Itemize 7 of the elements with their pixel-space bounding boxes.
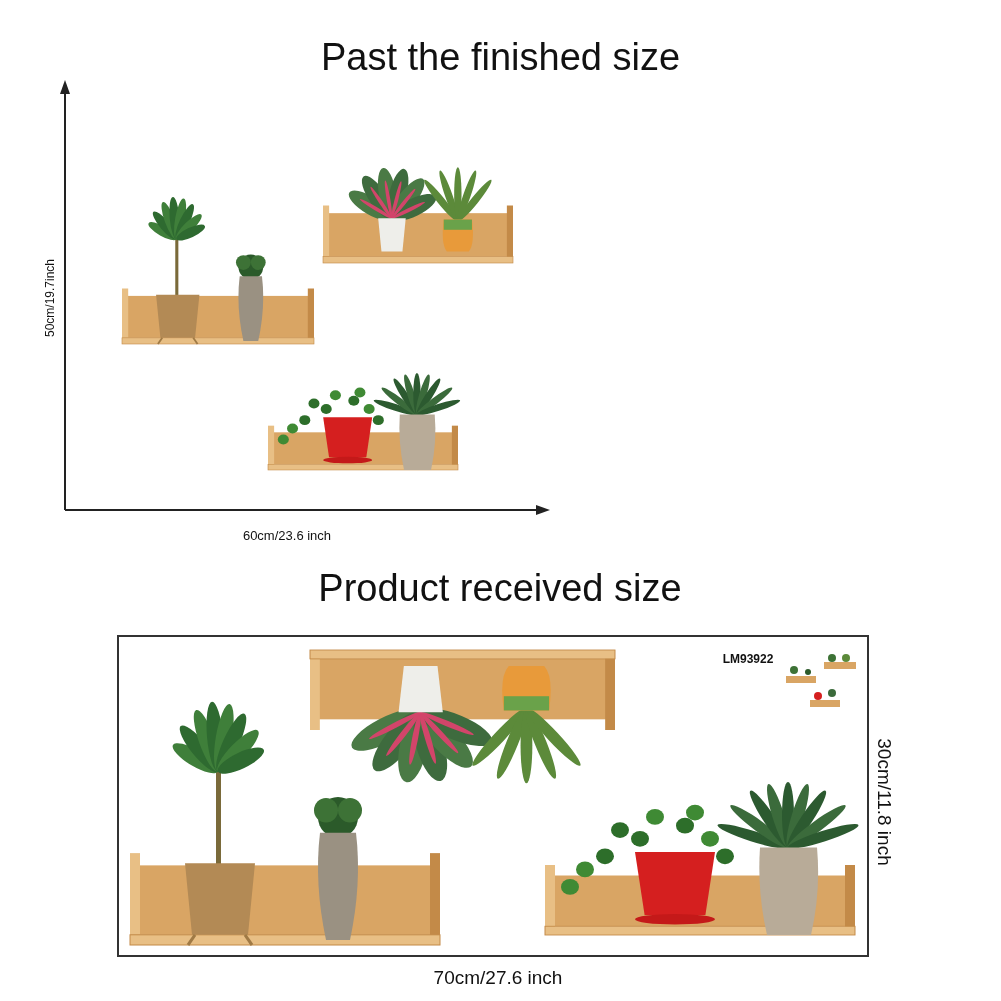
section-heading: Product received size bbox=[318, 566, 682, 610]
product-code: LM93922 bbox=[722, 652, 774, 666]
dimension-label: 30cm/11.8 inch bbox=[873, 738, 895, 866]
dimension-label: 50cm/19.7inch bbox=[43, 259, 57, 337]
dimension-label: 70cm/27.6 inch bbox=[433, 967, 563, 989]
heading: Past the finished size bbox=[320, 36, 681, 79]
dimension-label: 60cm/23.6 inch bbox=[242, 527, 332, 543]
